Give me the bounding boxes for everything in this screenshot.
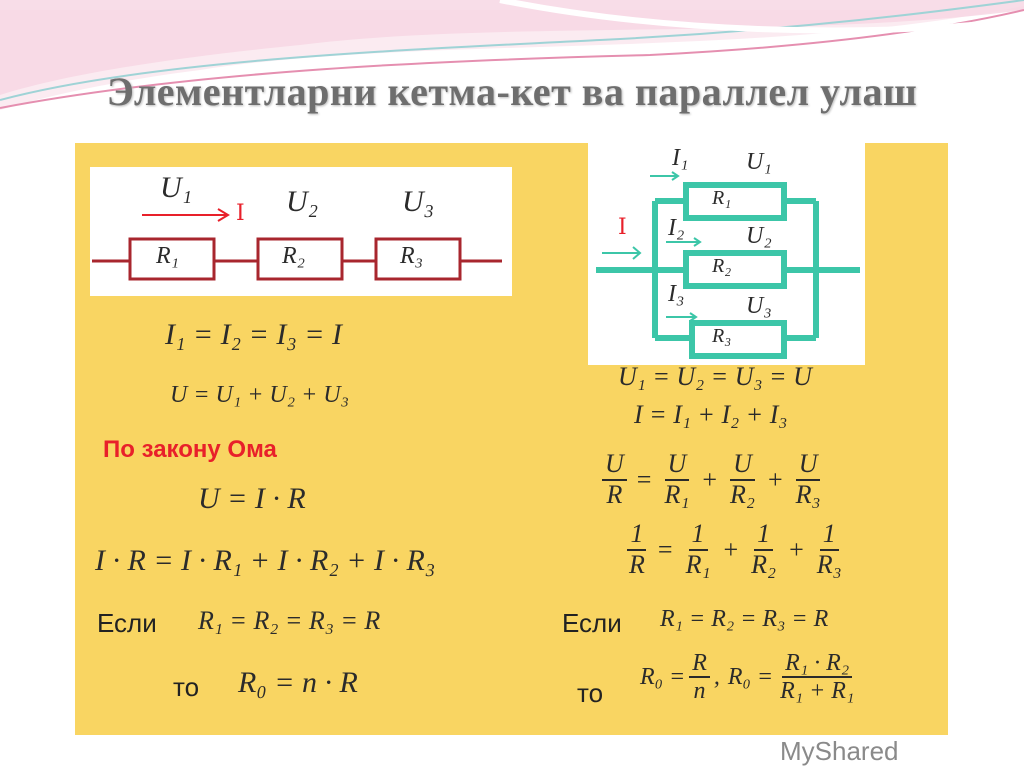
watermark: MyShared (780, 736, 899, 766)
parallel-voltage-equation: U₁ = U₂ = U₃ = U (618, 362, 812, 391)
denominator: R₁ (664, 479, 690, 509)
if-label: Если (97, 608, 157, 638)
u2-label: U₂ (286, 185, 319, 218)
i1-label: I₁ (672, 145, 689, 171)
denominator: R₃ (795, 479, 821, 509)
i2-label: I₂ (668, 215, 685, 241)
numerator: R (689, 650, 710, 679)
numerator: R₁ · R₂ (782, 650, 853, 679)
denominator: R₂ (730, 479, 755, 509)
numerator: 1 (627, 519, 647, 551)
series-ohm-sum-equation: I · R = I · R₁ + I · R₂ + I · R₃ (95, 544, 436, 577)
r3-label: R₃ (400, 243, 424, 269)
slide-title: Элементларни кетма-кет ва параллел улаш (106, 69, 918, 114)
parallel-current-equation: I = I₁ + I₂ + I₃ (634, 400, 788, 429)
u2-label: U₂ (746, 223, 772, 249)
r2-label: R₂ (712, 255, 732, 277)
denominator: R₃ (816, 549, 842, 579)
u1-label: U₁ (160, 171, 193, 204)
series-total-resistance-equation: R₀ = n · R (238, 666, 358, 699)
numerator: U (795, 449, 821, 481)
series-voltage-equation: U = U₁ + U₂ + U₃ (170, 382, 349, 408)
r0-label: R₀ = (727, 663, 774, 690)
ohm-law-heading: По закону Ома (103, 436, 277, 463)
series-circuit-wires (92, 208, 502, 281)
numerator: 1 (688, 519, 708, 551)
numerator: 1 (819, 519, 839, 551)
r0-label: R₀ = (640, 663, 686, 690)
separator: , (713, 663, 720, 690)
then-label: то (173, 672, 200, 702)
ohm-law-equation: U = I · R (198, 482, 306, 515)
u3-label: U₃ (746, 293, 772, 319)
denominator: R (629, 549, 645, 579)
numerator: 1 (754, 519, 774, 551)
denominator: R₂ (751, 549, 777, 579)
denominator: R (606, 479, 623, 509)
series-current-equation: I₁ = I₂ = I₃ = I (165, 318, 342, 351)
u3-label: U₃ (402, 185, 435, 218)
numerator: U (730, 449, 755, 481)
numerator: U (664, 449, 690, 481)
current-label: I (618, 215, 627, 240)
if-label: Если (562, 608, 622, 638)
parallel-equal-resistors-equation: R₁ = R₂ = R₃ = R (660, 606, 829, 632)
series-circuit-diagram: U₁ I U₂ U₃ R₁ R₂ R₃ (90, 167, 512, 296)
denominator: R₁ + R₁ (780, 678, 855, 705)
parallel-circuit-diagram: I₁ U₁ R₁ I I₂ U₂ R₂ I₃ U₃ R₃ (588, 143, 865, 365)
parallel-circuit-wires (596, 171, 860, 359)
r1-label: R₁ (156, 243, 180, 269)
numerator: U (602, 449, 627, 481)
r1-label: R₁ (712, 187, 732, 209)
series-equal-resistors-equation: R₁ = R₂ = R₃ = R (198, 606, 381, 635)
r3-label: R₃ (712, 325, 732, 347)
u1-label: U₁ (746, 149, 772, 175)
then-label: то (577, 678, 604, 708)
denominator: R₁ (685, 549, 711, 579)
decorative-waves (0, 0, 1024, 110)
i3-label: I₃ (668, 281, 685, 307)
r2-label: R₂ (282, 243, 306, 269)
denominator: n (693, 678, 706, 705)
current-label: I (236, 201, 245, 226)
